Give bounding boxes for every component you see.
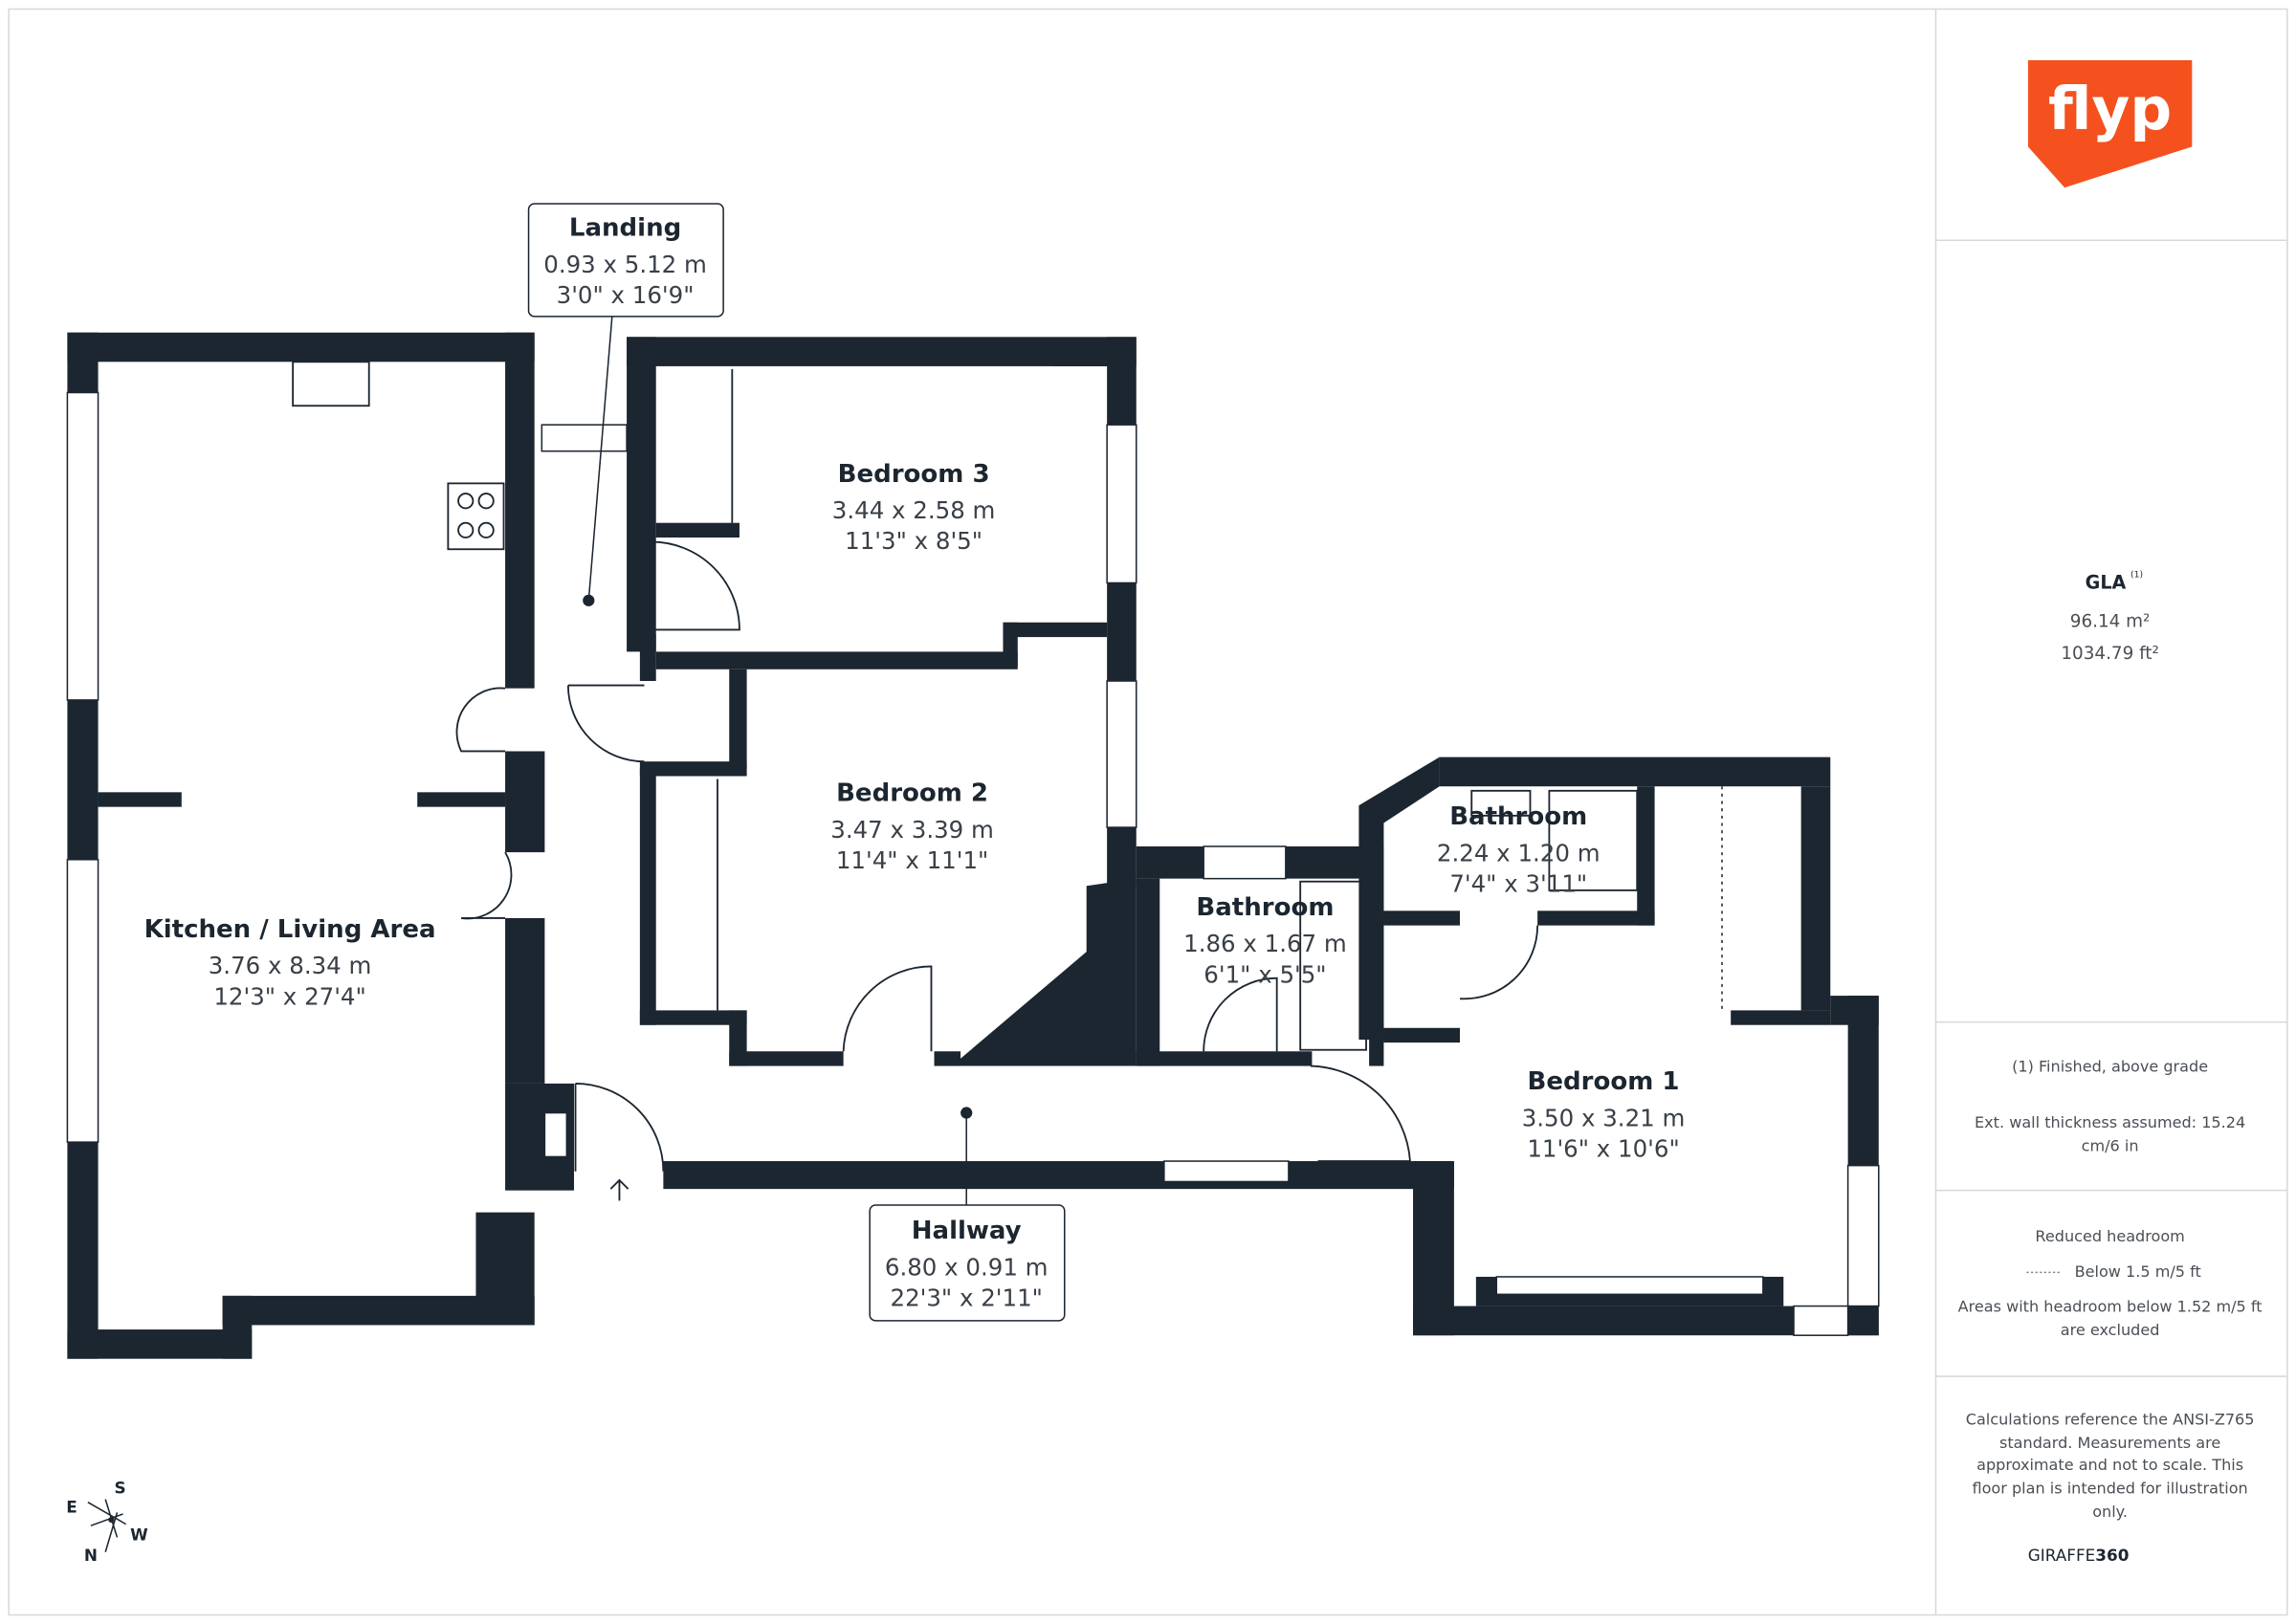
room-label-bedroom-3: Bedroom 3 3.44 x 2.58 m 11'3" x 8'5" [832, 460, 996, 555]
svg-text:3.76 x 8.34 m: 3.76 x 8.34 m [209, 952, 372, 979]
svg-text:11'6" x 10'6": 11'6" x 10'6" [1527, 1134, 1679, 1162]
area-summary: GLA (1) 96.14 m² 1034.79 ft² [2061, 569, 2158, 664]
svg-text:Bedroom 1: Bedroom 1 [1528, 1067, 1680, 1096]
svg-text:only.: only. [2092, 1503, 2128, 1521]
svg-text:W: W [130, 1525, 148, 1544]
svg-text:floor plan is intended for ill: floor plan is intended for illustration [1972, 1480, 2247, 1498]
svg-text:Areas with headroom below 1.52: Areas with headroom below 1.52 m/5 ft [1958, 1298, 2263, 1316]
svg-text:Reduced headroom: Reduced headroom [2035, 1227, 2184, 1245]
svg-text:Landing: Landing [569, 214, 681, 243]
svg-text:Bedroom 2: Bedroom 2 [836, 779, 988, 808]
svg-text:(1): (1) [2130, 569, 2143, 580]
walls [66, 332, 1880, 1359]
svg-text:11'3" x 8'5": 11'3" x 8'5" [845, 527, 982, 555]
flyp-logo: flyp [2027, 60, 2193, 188]
svg-text:Below 1.5 m/5 ft: Below 1.5 m/5 ft [2075, 1262, 2201, 1281]
svg-text:1034.79 ft²: 1034.79 ft² [2061, 644, 2158, 664]
svg-text:0.93 x 5.12 m: 0.93 x 5.12 m [543, 251, 707, 278]
svg-text:E: E [66, 1497, 77, 1516]
svg-text:2.24 x 1.20 m: 2.24 x 1.20 m [1437, 839, 1601, 867]
svg-text:22'3" x 2'11": 22'3" x 2'11" [891, 1284, 1043, 1312]
fixtures [292, 361, 1539, 1201]
room-label-bathroom-2: Bathroom 2.24 x 1.20 m 7'4" x 3'11" [1437, 802, 1601, 897]
svg-text:12'3" x 27'4": 12'3" x 27'4" [213, 982, 365, 1010]
svg-text:7'4" x 3'11": 7'4" x 3'11" [1449, 869, 1587, 897]
callout-landing: Landing 0.93 x 5.12 m 3'0" x 16'9" [527, 203, 724, 606]
svg-text:Bathroom: Bathroom [1449, 802, 1587, 831]
svg-text:3'0" x 16'9": 3'0" x 16'9" [557, 281, 695, 309]
headroom-legend: Reduced headroom Below 1.5 m/5 ft Areas … [1958, 1227, 2263, 1339]
disclaimer: Calculations reference the ANSI-Z765 sta… [1966, 1411, 2255, 1521]
room-label-kitchen: Kitchen / Living Area 3.76 x 8.34 m 12'3… [144, 915, 436, 1010]
svg-text:96.14 m²: 96.14 m² [2070, 611, 2151, 631]
svg-text:N: N [84, 1546, 98, 1565]
svg-text:S: S [114, 1479, 125, 1498]
svg-text:Bathroom: Bathroom [1196, 893, 1334, 922]
svg-text:1.86 x 1.67 m: 1.86 x 1.67 m [1183, 930, 1347, 957]
sheet-border [8, 8, 2288, 1616]
svg-text:standard. Measurements are: standard. Measurements are [1999, 1434, 2220, 1452]
svg-text:Kitchen / Living Area: Kitchen / Living Area [144, 915, 436, 944]
compass-icon: S E W N [66, 1479, 148, 1565]
svg-text:Bedroom 3: Bedroom 3 [838, 460, 990, 489]
svg-text:cm/6 in: cm/6 in [2082, 1136, 2139, 1154]
svg-text:3.47 x 3.39 m: 3.47 x 3.39 m [830, 816, 994, 844]
callout-hallway: Hallway 6.80 x 0.91 m 22'3" x 2'11" [869, 1107, 1066, 1322]
svg-text:Ext. wall thickness assumed: 1: Ext. wall thickness assumed: 15.24 [1975, 1113, 2245, 1131]
room-label-bedroom-2: Bedroom 2 3.47 x 3.39 m 11'4" x 11'1" [830, 779, 994, 874]
svg-text:GIRAFFE: GIRAFFE [2028, 1546, 2096, 1565]
svg-text:Calculations reference the ANS: Calculations reference the ANSI-Z765 [1966, 1411, 2255, 1429]
svg-text:11'4" x 11'1": 11'4" x 11'1" [836, 846, 988, 874]
notes: (1) Finished, above grade Ext. wall thic… [1975, 1058, 2245, 1155]
svg-text:3.44 x 2.58 m: 3.44 x 2.58 m [832, 496, 996, 524]
svg-text:GLA: GLA [2086, 572, 2127, 594]
svg-text:3.50 x 3.21 m: 3.50 x 3.21 m [1522, 1104, 1686, 1131]
svg-text:Hallway: Hallway [912, 1217, 1022, 1245]
svg-text:approximate and not to scale.: approximate and not to scale. This [1976, 1456, 2243, 1474]
svg-text:6.80 x 0.91 m: 6.80 x 0.91 m [885, 1253, 1049, 1281]
logo-text: flyp [2048, 76, 2172, 143]
svg-text:(1) Finished, above grade: (1) Finished, above grade [2012, 1058, 2208, 1076]
room-label-bedroom-1: Bedroom 1 3.50 x 3.21 m 11'6" x 10'6" [1522, 1067, 1686, 1162]
room-label-bathroom-1: Bathroom 1.86 x 1.67 m 6'1" x 5'5" [1183, 893, 1347, 988]
giraffe360-logo: GIRAFFE 360 [2028, 1546, 2130, 1565]
svg-text:360: 360 [2095, 1546, 2129, 1565]
svg-text:are excluded: are excluded [2061, 1321, 2160, 1339]
svg-text:6'1" x 5'5": 6'1" x 5'5" [1203, 960, 1326, 988]
